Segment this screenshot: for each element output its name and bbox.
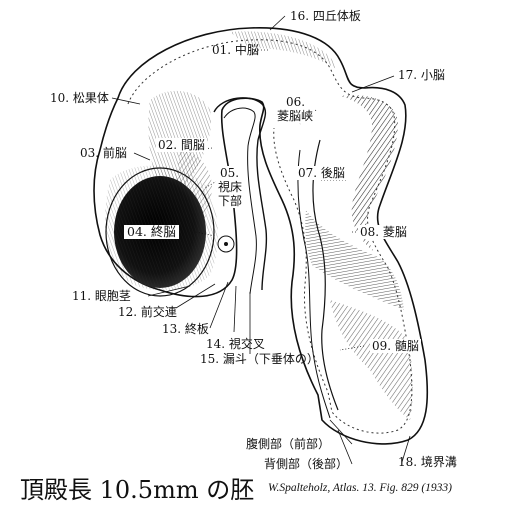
label-03-forebrain: 03. 前脳 — [80, 146, 127, 160]
flexure-channel-inner — [223, 107, 257, 295]
label-11-optic-stalk: 11. 眼胞茎 — [72, 289, 131, 303]
label-06-number: 06. — [284, 95, 308, 109]
label-18-sulcus-limitans: 18. 境界溝 — [398, 455, 457, 469]
rhombencephalon-hatch — [340, 95, 398, 252]
brain-outline — [93, 27, 429, 445]
neural-tube-wall — [312, 139, 339, 411]
label-05-number: 05. — [218, 166, 242, 180]
neural-tube-wall-inner — [297, 149, 331, 419]
label-07-hindbrain: 07. 後脳 — [296, 166, 347, 180]
label-08-rhombencephalon: 08. 菱脳 — [358, 225, 409, 239]
label-02-diencephalon: 02. 間脳 — [156, 138, 207, 152]
pontine-hatch — [305, 210, 404, 310]
label-01-midbrain: 01. 中脳 — [212, 43, 259, 57]
label-10-pineal-body: 10. 松果体 — [50, 91, 109, 105]
label-17-cerebellum: 17. 小脳 — [398, 68, 445, 82]
label-16-quadrigeminal-plate: 16. 四丘体板 — [290, 9, 361, 23]
label-09-myelencephalon: 09. 髄脳 — [370, 339, 421, 353]
figure-credit: W.Spalteholz, Atlas. 13. Fig. 829 (1933) — [268, 482, 452, 494]
label-ventral-part: 腹側部（前部） — [246, 437, 331, 451]
label-06-isthmus: 菱脳峡 — [275, 109, 316, 123]
label-15-infundibulum: 15. 漏斗（下垂体の） — [200, 352, 319, 366]
midbrain-shade — [230, 31, 338, 70]
label-12-anterior-commissure: 12. 前交連 — [118, 305, 177, 319]
label-04-telencephalon: 04. 終脳 — [124, 225, 179, 239]
optic-stalk-knob — [217, 235, 235, 253]
label-13-lamina-terminalis: 13. 終板 — [162, 322, 209, 336]
label-05-hypothalamus-1: 視床 — [216, 180, 245, 194]
figure-title: 頂殿長 10.5mm の胚 — [20, 476, 255, 504]
label-05-hypothalamus-2: 下部 — [216, 194, 245, 208]
flexure-channel — [213, 97, 268, 291]
medulla-hatch — [330, 300, 413, 420]
label-dorsal-part: 背側部（後部） — [264, 457, 349, 471]
label-14-optic-chiasm: 14. 視交叉 — [206, 337, 265, 351]
